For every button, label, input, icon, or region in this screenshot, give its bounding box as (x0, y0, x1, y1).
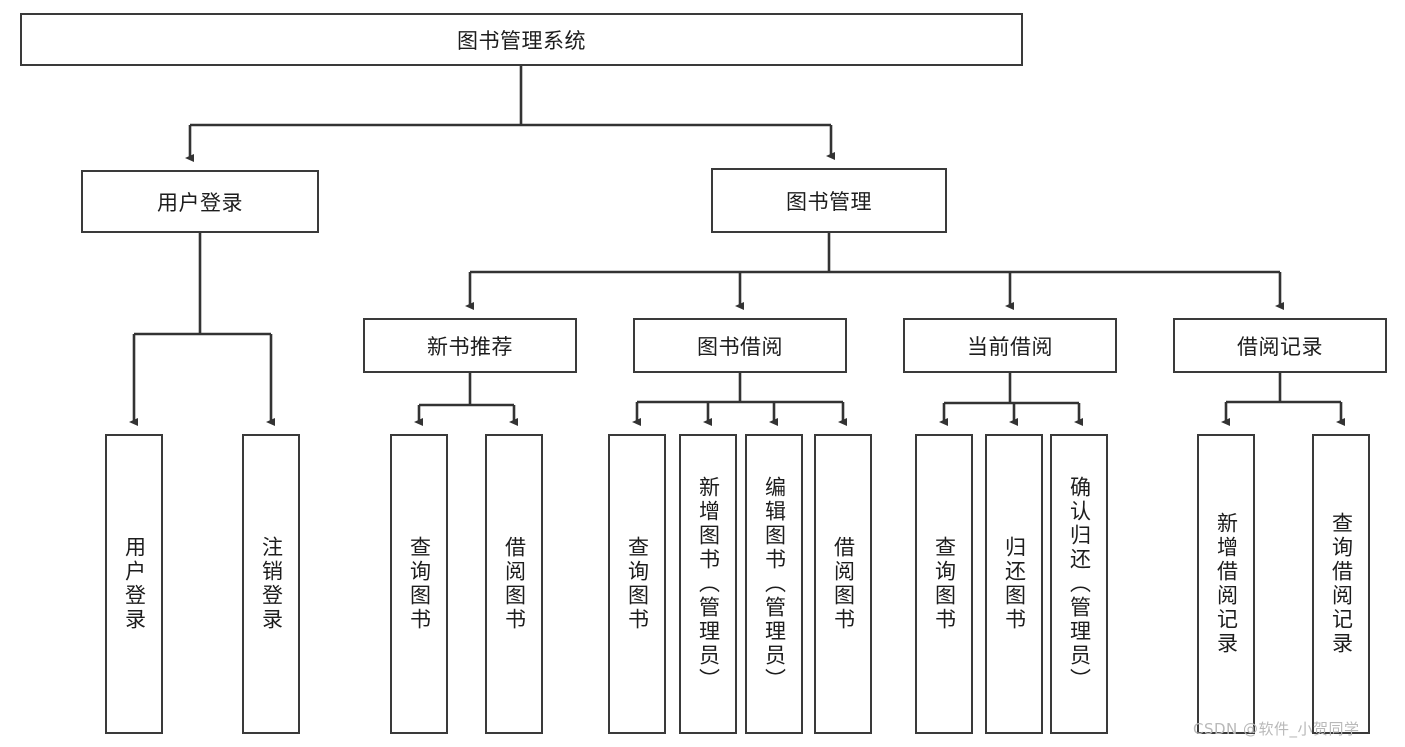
node-root[interactable]: 图书管理系统 (20, 13, 1023, 66)
node-leaf-edit-book[interactable]: 编辑图书（管理员） (745, 434, 803, 734)
node-book-manage[interactable]: 图书管理 (711, 168, 947, 233)
node-borrow-record-label: 借阅记录 (1237, 334, 1323, 359)
node-book-borrow-label: 图书借阅 (697, 334, 783, 359)
node-leaf-query-book-1[interactable]: 查询图书 (390, 434, 448, 734)
node-book-manage-label: 图书管理 (786, 189, 872, 214)
node-leaf-borrow-book-1[interactable]: 借阅图书 (485, 434, 543, 734)
node-leaf-add-record-label: 新增借阅记录 (1214, 512, 1239, 656)
node-user-login-label: 用户登录 (157, 190, 243, 215)
node-leaf-user-logout[interactable]: 注销登录 (242, 434, 300, 734)
node-leaf-user-login-label: 用户登录 (122, 536, 147, 632)
node-root-label: 图书管理系统 (457, 28, 586, 53)
node-leaf-query-record[interactable]: 查询借阅记录 (1312, 434, 1370, 734)
node-leaf-borrow-book-1-label: 借阅图书 (502, 536, 527, 632)
node-leaf-return-book-label: 归还图书 (1002, 536, 1027, 632)
node-leaf-add-book-label: 新增图书（管理员） (696, 476, 721, 692)
watermark-text: CSDN @软件_小贺同学 (1193, 720, 1360, 738)
node-leaf-query-book-3-label: 查询图书 (932, 536, 957, 632)
node-leaf-user-logout-label: 注销登录 (259, 536, 284, 632)
node-book-borrow[interactable]: 图书借阅 (633, 318, 847, 373)
node-leaf-confirm-return[interactable]: 确认归还（管理员） (1050, 434, 1108, 734)
node-new-book-rec-label: 新书推荐 (427, 334, 513, 359)
node-leaf-borrow-book-2-label: 借阅图书 (831, 536, 856, 632)
node-leaf-edit-book-label: 编辑图书（管理员） (762, 476, 787, 692)
node-leaf-add-record[interactable]: 新增借阅记录 (1197, 434, 1255, 734)
node-leaf-query-book-3[interactable]: 查询图书 (915, 434, 973, 734)
node-leaf-query-book-2-label: 查询图书 (625, 536, 650, 632)
node-leaf-query-book-1-label: 查询图书 (407, 536, 432, 632)
node-leaf-query-record-label: 查询借阅记录 (1329, 512, 1354, 656)
node-current-borrow[interactable]: 当前借阅 (903, 318, 1117, 373)
node-leaf-query-book-2[interactable]: 查询图书 (608, 434, 666, 734)
node-borrow-record[interactable]: 借阅记录 (1173, 318, 1387, 373)
node-leaf-return-book[interactable]: 归还图书 (985, 434, 1043, 734)
node-user-login[interactable]: 用户登录 (81, 170, 319, 233)
node-new-book-rec[interactable]: 新书推荐 (363, 318, 577, 373)
node-leaf-add-book[interactable]: 新增图书（管理员） (679, 434, 737, 734)
node-leaf-user-login[interactable]: 用户登录 (105, 434, 163, 734)
node-current-borrow-label: 当前借阅 (967, 334, 1053, 359)
node-leaf-borrow-book-2[interactable]: 借阅图书 (814, 434, 872, 734)
node-leaf-confirm-return-label: 确认归还（管理员） (1067, 476, 1092, 692)
